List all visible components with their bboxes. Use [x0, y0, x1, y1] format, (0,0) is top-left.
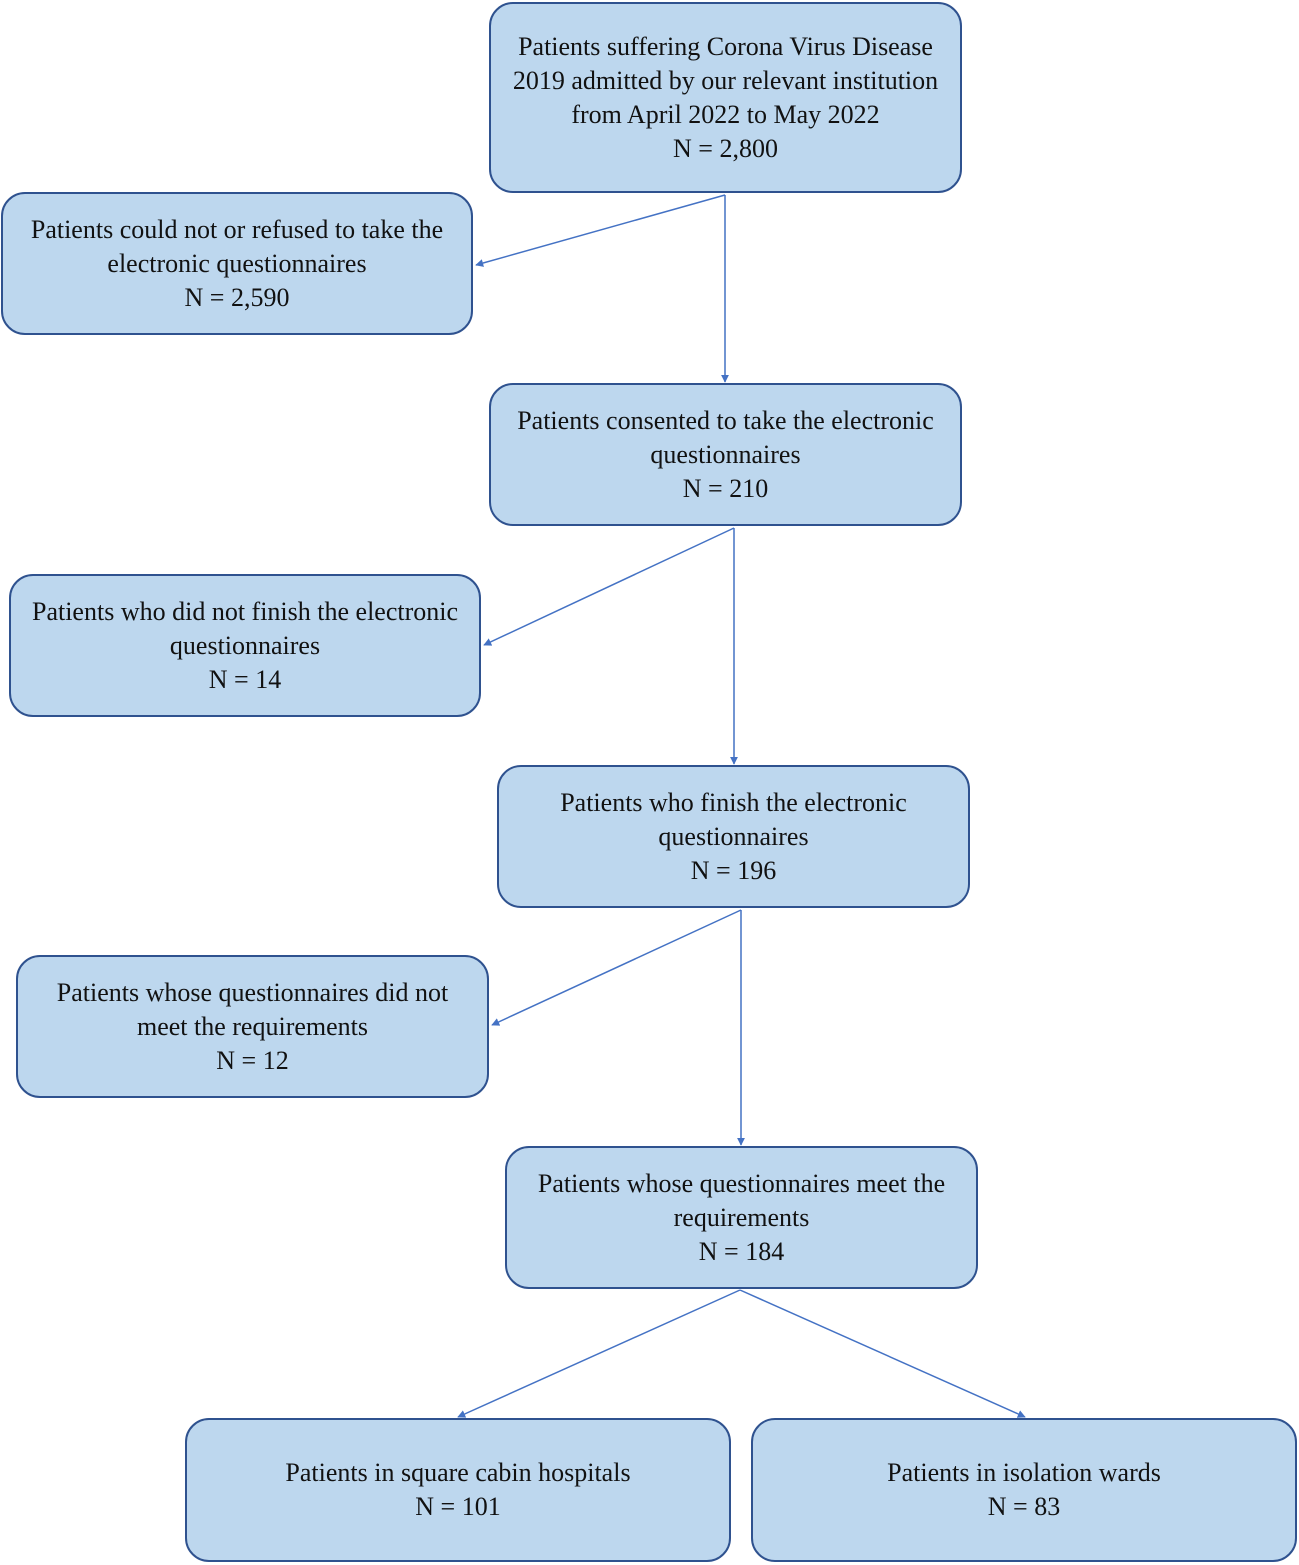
box-not-finished-patients-count: N = 14	[208, 664, 282, 694]
box-admitted-patients-text: Patients suffering Corona Virus Disease …	[512, 31, 939, 129]
box-meet-requirements-count: N = 184	[698, 1236, 785, 1266]
box-refused-patients: Patients could not or refused to take th…	[1, 192, 473, 335]
box-isolation-wards-count: N = 83	[987, 1492, 1061, 1521]
box-admitted-patients: Patients suffering Corona Virus Disease …	[489, 2, 962, 193]
box-not-meet-requirements-text: Patients whose questionnaires did not me…	[56, 977, 449, 1041]
box-finished-patients-text: Patients who finish the electronic quest…	[560, 787, 907, 851]
box-refused-patients-text: Patients could not or refused to take th…	[30, 214, 444, 278]
arrow-admitted-to-refused	[475, 194, 726, 267]
box-isolation-wards: Patients in isolation wards N = 83	[751, 1418, 1297, 1562]
box-not-meet-requirements-count: N = 12	[216, 1045, 289, 1075]
box-isolation-wards-text: Patients in isolation wards	[887, 1458, 1161, 1487]
arrow-consented-to-not-finished	[483, 527, 735, 646]
box-finished-patients: Patients who finish the electronic quest…	[497, 765, 970, 908]
box-consented-patients-text: Patients consented to take the electroni…	[517, 405, 934, 469]
box-finished-patients-count: N = 196	[690, 855, 777, 885]
box-not-finished-patients-text: Patients who did not finish the electron…	[31, 596, 459, 660]
box-not-finished-patients: Patients who did not finish the electron…	[9, 574, 481, 717]
box-consented-patients-count: N = 210	[682, 473, 769, 503]
box-square-cabin-hospitals-count: N = 101	[415, 1492, 501, 1521]
box-refused-patients-count: N = 2,590	[184, 282, 290, 312]
box-meet-requirements: Patients whose questionnaires meet the r…	[505, 1146, 978, 1289]
box-admitted-patients-count: N = 2,800	[673, 133, 778, 163]
arrow-meet-to-square-cabin	[457, 1289, 741, 1418]
arrow-finished-to-not-meet	[491, 909, 742, 1026]
box-square-cabin-hospitals-text: Patients in square cabin hospitals	[285, 1458, 631, 1487]
box-meet-requirements-text: Patients whose questionnaires meet the r…	[537, 1168, 946, 1232]
box-square-cabin-hospitals: Patients in square cabin hospitals N = 1…	[185, 1418, 731, 1562]
box-consented-patients: Patients consented to take the electroni…	[489, 383, 962, 526]
arrow-meet-to-isolation	[739, 1289, 1026, 1418]
box-not-meet-requirements: Patients whose questionnaires did not me…	[16, 955, 489, 1098]
